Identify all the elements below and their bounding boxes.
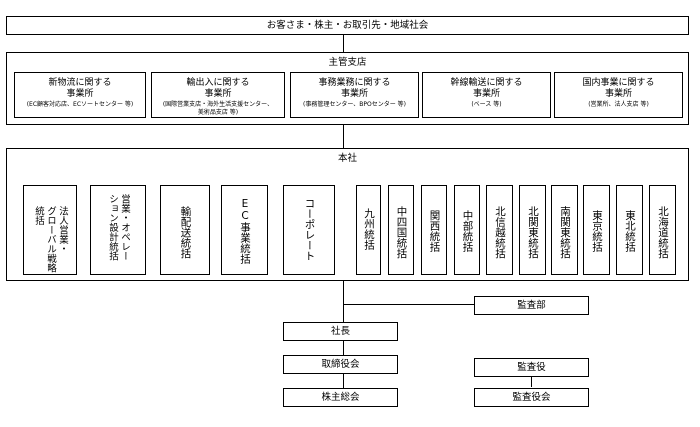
shareholders-meeting-box: 株主総会 [283, 388, 398, 407]
branch-unit-name: 国内事業に関する 事業所 [582, 78, 655, 99]
hq-region-hokkaido: 北海道統括 [649, 185, 676, 275]
hq-region-label: 中四国統括 [395, 206, 408, 259]
branch-unit-domestic: 国内事業に関する 事業所 (営業所、法人支店 等) [554, 72, 683, 118]
branch-unit-note: (国際営業支店・海外生活支援センター、 美術品支店 等) [162, 101, 274, 116]
branch-unit-name: 新物流に関する 事業所 [48, 78, 112, 99]
hq-title: 本社 [337, 153, 357, 164]
connector-audit-dept [343, 304, 474, 305]
hq-region-chubu: 中部統括 [454, 185, 480, 275]
hq-region-label: 東京統括 [591, 210, 603, 252]
audit-dept-box: 監査部 [474, 296, 589, 315]
audit-dept-label: 監査部 [517, 299, 546, 311]
hq-division-ec: EC事業統括 [221, 185, 268, 275]
hq-region-label: 東北統括 [624, 210, 636, 252]
audit-board-box: 監査役会 [474, 388, 589, 407]
connector-branch-hq [343, 124, 344, 149]
hq-region-kitakanto: 北関東統括 [519, 185, 546, 275]
hq-region-kansai: 関西統括 [421, 185, 447, 275]
auditor-label: 監査役 [517, 361, 546, 373]
branch-unit-new-logistics: 新物流に関する 事業所 (EC顧客対応店、ECソートセンター 等) [14, 72, 146, 118]
hq-region-hokushinetsu: 北信越統括 [486, 185, 513, 275]
branch-unit-note: (ベース 等) [471, 101, 502, 108]
hq-region-label: 南関東統括 [559, 206, 571, 259]
hq-region-label: 北海道統括 [657, 206, 669, 259]
stakeholders-label: お客さま・株主・お取引先・地域社会 [266, 19, 429, 31]
shareholders-meeting-label: 株主総会 [321, 391, 360, 403]
president-box: 社長 [283, 322, 398, 341]
hq-region-chushikoku: 中四国統括 [388, 185, 414, 275]
branch-unit-name: 輸出入に関する 事業所 [186, 78, 250, 99]
hq-division-sales-operations: 営業・オペレー ション設計統括 [90, 185, 146, 275]
branch-unit-note: (EC顧客対応店、ECソートセンター 等) [26, 101, 134, 108]
hq-region-tokyo: 東京統括 [583, 185, 610, 275]
hq-region-label: 北信越統括 [494, 206, 506, 259]
hq-region-label: 北関東統括 [527, 206, 539, 259]
hq-division-corporate-sales: 法人営業・ グローバル戦略 統括 [23, 185, 77, 275]
hq-division-label: 輸配送統括 [179, 206, 192, 259]
hq-division-label: 法人営業・ グローバル戦略 統括 [33, 206, 68, 273]
hq-region-tohoku: 東北統括 [616, 185, 643, 275]
branch-unit-import-export: 輸出入に関する 事業所 (国際営業支店・海外生活支援センター、 美術品支店 等) [151, 72, 285, 118]
hq-division-label: 営業・オペレー ション設計統括 [107, 194, 130, 261]
connector-auditor [531, 376, 532, 387]
connector-president-board [343, 340, 344, 355]
hq-division-label: コーポレート [303, 198, 316, 261]
hq-division-label: EC事業統括 [239, 198, 251, 264]
hq-division-corporate: コーポレート [283, 185, 335, 275]
audit-board-label: 監査役会 [512, 391, 551, 403]
hq-region-kyushu: 九州統括 [356, 185, 381, 275]
branch-unit-name: 事務業務に関する 事業所 [318, 78, 391, 99]
branch-unit-note: (事務管理センター、BPOセンター 等) [303, 101, 406, 108]
board-label: 取締役会 [321, 358, 360, 370]
president-label: 社長 [330, 325, 350, 337]
board-box: 取締役会 [283, 355, 398, 374]
stakeholders-box: お客さま・株主・お取引先・地域社会 [6, 16, 689, 35]
auditor-box: 監査役 [474, 358, 589, 377]
branch-unit-name: 幹線輸送に関する 事業所 [450, 78, 523, 99]
connector-board-shareholders [343, 372, 344, 388]
hq-division-transport: 輸配送統括 [160, 185, 210, 275]
branch-unit-office-work: 事務業務に関する 事業所 (事務管理センター、BPOセンター 等) [290, 72, 419, 118]
branch-unit-trunk-transport: 幹線輸送に関する 事業所 (ベース 等) [422, 72, 551, 118]
hq-region-minamikanto: 南関東統括 [551, 185, 578, 275]
branch-title: 主管支店 [328, 57, 367, 68]
hq-region-label: 関西統括 [428, 210, 441, 252]
branch-unit-note: (営業所、法人支店 等) [588, 101, 649, 108]
connector-hq-president [343, 280, 344, 322]
hq-region-label: 中部統括 [461, 210, 474, 252]
hq-region-label: 九州統括 [363, 208, 375, 250]
